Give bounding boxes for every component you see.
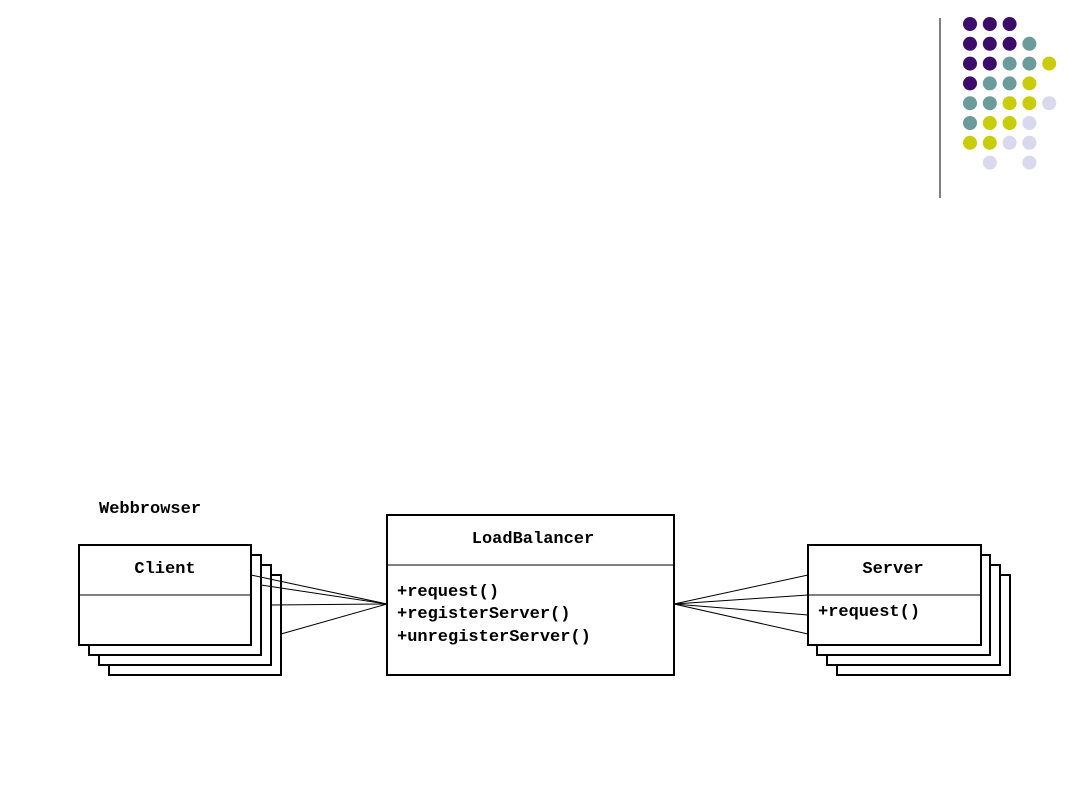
server-class-stack: Server +request() <box>807 544 1011 676</box>
association-line <box>270 603 388 606</box>
association-line <box>260 584 388 605</box>
server-operation: +request() <box>818 603 920 622</box>
decor-dot <box>1002 96 1017 111</box>
server-class-name: Server <box>862 560 923 579</box>
association-line <box>673 603 809 616</box>
loadbalancer-class: LoadBalancer +request() +registerServer(… <box>386 514 675 676</box>
server-associations <box>673 574 809 635</box>
decor-dot <box>963 17 977 31</box>
client-class-stack: Client <box>78 544 282 676</box>
loadbalancer-operation: +request() <box>397 583 499 602</box>
decor-dot <box>963 135 977 150</box>
decor-dot <box>982 76 997 91</box>
decor-dot <box>1022 56 1037 71</box>
decor-dot <box>963 96 977 111</box>
decor-dot <box>982 96 997 111</box>
loadbalancer-operation: +unregisterServer() <box>397 628 591 647</box>
decor-dot <box>1022 36 1037 51</box>
decor-dot <box>963 56 977 71</box>
decorative-dot-grid <box>939 17 1057 198</box>
decor-dot <box>1042 96 1057 111</box>
decor-dot <box>982 56 997 71</box>
decor-dot <box>982 17 997 31</box>
client-associations <box>250 574 388 635</box>
decor-dot <box>982 135 997 150</box>
uml-class-diagram: Webbrowser Client LoadBalancer +request(… <box>78 500 1011 676</box>
group-label-webbrowser: Webbrowser <box>99 500 201 519</box>
loadbalancer-class-name: LoadBalancer <box>472 530 594 549</box>
decor-dot <box>963 76 977 91</box>
decor-dot <box>1022 96 1037 111</box>
decor-dot <box>982 36 997 51</box>
decor-dot <box>1002 56 1017 71</box>
association-line <box>250 574 388 605</box>
association-line <box>673 594 809 605</box>
decor-dot <box>963 116 977 130</box>
association-line <box>673 603 809 635</box>
association-line <box>280 603 388 635</box>
decor-dot <box>1002 116 1017 130</box>
decor-dot <box>1022 155 1037 170</box>
decor-dot <box>1022 76 1037 91</box>
decor-dot <box>1002 76 1017 91</box>
client-class-name: Client <box>134 560 195 579</box>
loadbalancer-operation: +registerServer() <box>397 605 570 624</box>
decor-dot <box>1002 17 1017 31</box>
association-line <box>673 574 809 605</box>
decor-dot <box>963 36 977 51</box>
decor-dot <box>982 155 997 170</box>
dot-pattern <box>963 17 1057 170</box>
loadbalancer-class-box <box>386 514 675 676</box>
decor-dot <box>1022 116 1037 130</box>
decor-dot <box>1022 135 1037 150</box>
decor-dot <box>1042 56 1057 71</box>
decor-dot <box>982 116 997 130</box>
decor-dot <box>1002 36 1017 51</box>
decor-dot <box>1002 135 1017 150</box>
